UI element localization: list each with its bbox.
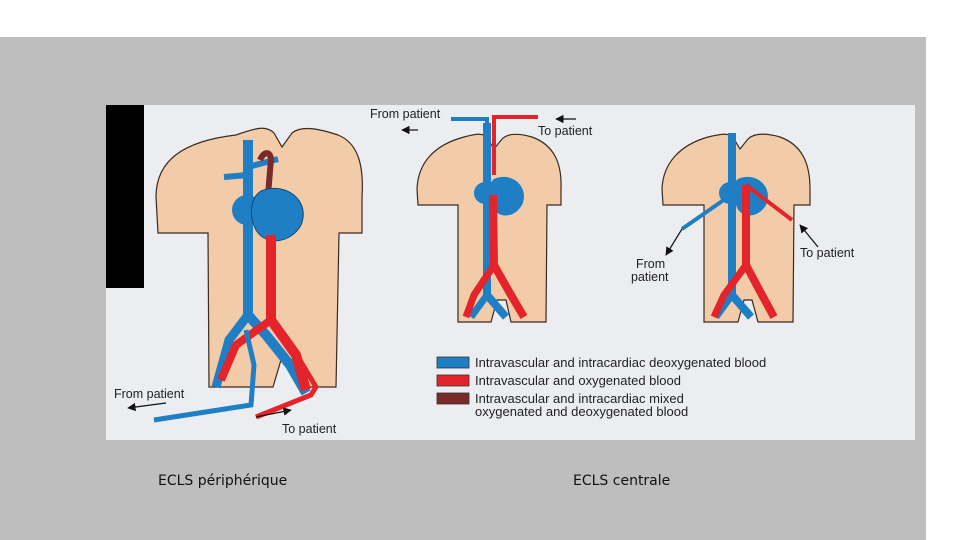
caption-central: ECLS centrale — [573, 473, 671, 489]
torso-peripheral — [127, 127, 363, 423]
legend-text-deoxygenated: Intravascular and intracardiac deoxygena… — [475, 355, 766, 370]
torso-central-right — [661, 133, 819, 323]
label-middle-to-patient: To patient — [538, 124, 593, 138]
label-right-from: From — [636, 257, 665, 271]
label-left-from-patient: From patient — [114, 387, 185, 401]
black-block — [106, 105, 144, 288]
label-middle-from-patient: From patient — [370, 107, 441, 121]
label-right-to-patient: To patient — [800, 246, 855, 260]
legend-swatch-oxygenated — [436, 374, 470, 387]
legend-text-mixed-line2: oxygenated and deoxygenated blood — [475, 404, 688, 419]
caption-peripheral: ECLS périphérique — [158, 473, 288, 489]
legend-text-mixed-line1: Intravascular and intracardiac mixed — [475, 391, 684, 406]
legend-swatch-deoxygenated — [436, 356, 470, 369]
ecls-diagram: From patient To patient From patient To … — [114, 107, 855, 436]
legend-swatch-mixed — [436, 392, 470, 405]
torso-central-middle — [401, 114, 576, 323]
legend: Intravascular and intracardiac deoxygena… — [436, 355, 766, 419]
legend-text-oxygenated: Intravascular and oxygenated blood — [475, 373, 681, 388]
label-right-patient: patient — [631, 270, 669, 284]
torso-body — [155, 127, 363, 388]
label-left-to-patient: To patient — [282, 422, 337, 436]
